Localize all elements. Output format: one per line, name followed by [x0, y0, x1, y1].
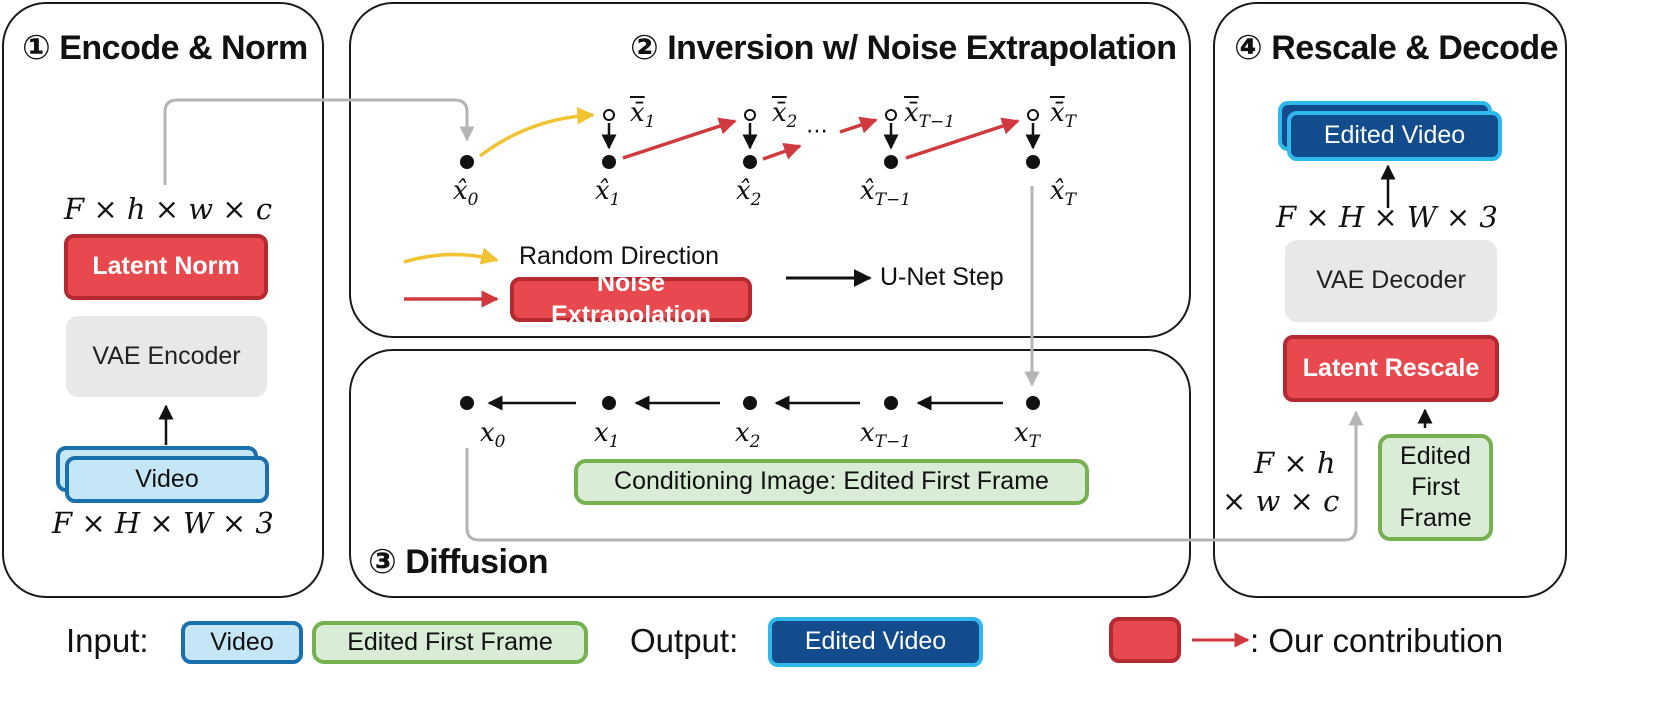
x-T-1-label: xT−1: [860, 418, 912, 453]
title-decode: ④ Rescale & Decode: [1234, 29, 1559, 67]
x-1-label: x1: [594, 418, 620, 453]
edited-video-output-box: Edited Video: [1287, 111, 1502, 161]
vae-decoder-box: VAE Decoder: [1285, 240, 1497, 322]
encode-latent-dims: F × h × w × c: [64, 192, 273, 226]
video-input-box: Video: [65, 456, 269, 503]
xbar-2-label: x̄2: [772, 98, 798, 133]
title-diffusion: ③ Diffusion: [368, 543, 549, 581]
xhat-0-label: x̂0: [453, 176, 479, 211]
legend-output-video: Edited Video: [768, 617, 983, 667]
legend-contribution-swatch: [1109, 617, 1181, 663]
decode-latent-dims-2: × w × c: [1222, 484, 1340, 518]
x-2-label: x2: [735, 418, 761, 453]
gray-arrow-x0-to-rescale: [465, 410, 1364, 542]
legend-unet-step: U-Net Step: [880, 263, 1004, 291]
decode-output-dims: F × H × W × 3: [1276, 200, 1498, 234]
yellow-random-arrow: [478, 107, 595, 158]
legend-yellow-arrow: [403, 247, 499, 265]
edited-first-frame-box: Edited First Frame: [1378, 434, 1493, 541]
xhat-T-1-label: x̂T−1: [860, 176, 912, 211]
xhat-2-label: x̂2: [736, 176, 762, 211]
xhat-T-label: x̂T: [1050, 176, 1077, 211]
latent-norm-box: Latent Norm: [64, 234, 268, 300]
conditioning-image-box: Conditioning Image: Edited First Frame: [574, 459, 1089, 505]
xbar-T-1-label: x̄T−1: [904, 98, 956, 133]
title-inversion: ② Inversion w/ Noise Extrapolation: [630, 29, 1177, 67]
legend-input-video: Video: [181, 621, 303, 664]
x-0-label: x0: [480, 418, 506, 453]
xbar-1-label: x̄1: [630, 98, 656, 133]
gray-arrow-latent-to-x0: [163, 98, 475, 185]
panel-inversion: [349, 2, 1191, 338]
encode-video-dims: F × H × W × 3: [52, 506, 274, 540]
legend-input-frame: Edited First Frame: [312, 621, 588, 664]
legend-input-label: Input:: [66, 622, 149, 659]
legend-output-label: Output:: [630, 622, 739, 659]
xbar-T-label: x̄T: [1050, 98, 1077, 133]
x-T-label: xT: [1014, 418, 1041, 453]
legend-contribution-text: : Our contribution: [1250, 622, 1504, 659]
inversion-ellipsis: ⋯: [806, 118, 828, 143]
legend-random-direction: Random Direction: [519, 242, 720, 270]
vae-encoder-box: VAE Encoder: [66, 316, 267, 397]
title-encode: ① Encode & Norm: [22, 29, 308, 67]
xhat-1-label: x̂1: [595, 176, 621, 211]
legend-noise-extrapolation: Noise Extrapolation: [510, 269, 752, 329]
decode-latent-dims-1: F × h: [1254, 446, 1336, 480]
latent-rescale-box: Latent Rescale: [1283, 335, 1499, 402]
